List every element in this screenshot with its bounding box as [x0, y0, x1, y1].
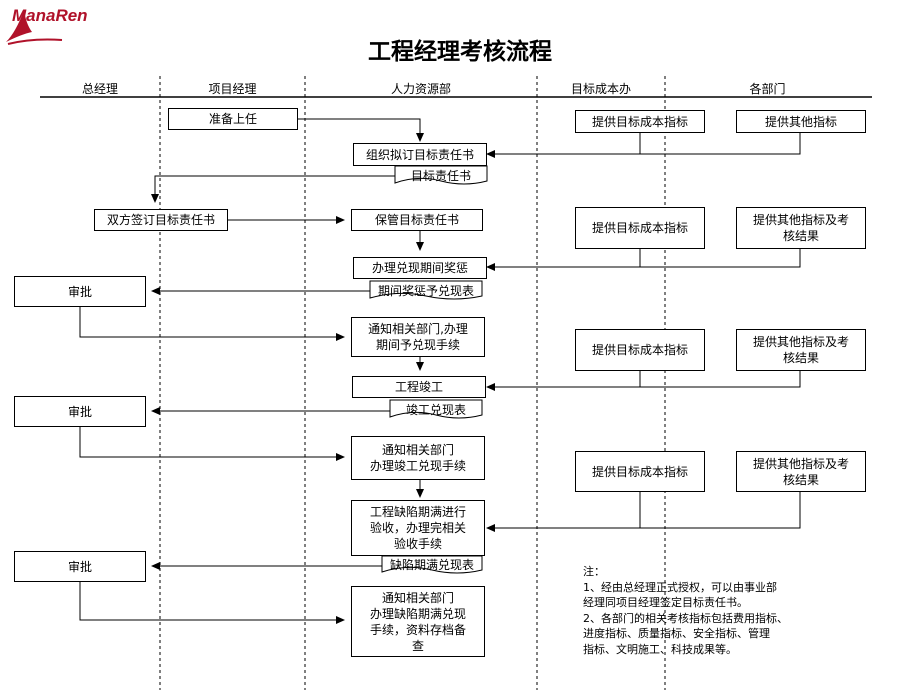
- sign-responsibility-box: 双方签订目标责任书: [94, 209, 228, 231]
- other-indicator-box-2: 提供其他指标及考 核结果: [736, 207, 866, 249]
- keep-responsibility-box: 保管目标责任书: [351, 209, 483, 231]
- prepare-box: 准备上任: [168, 108, 298, 130]
- other-indicator-box-3: 提供其他指标及考 核结果: [736, 329, 866, 371]
- lane-project-manager: 项目经理: [208, 82, 257, 96]
- notify-defect-box: 通知相关部门 办理缺陷期满兑现 手续，资料存档备 查: [351, 586, 485, 657]
- lane-general-manager: 总经理: [81, 82, 118, 96]
- footnote: 注： 1、经由总经理正式授权，可以由事业部 经理同项目经理签定目标责任书。 2、…: [583, 565, 788, 656]
- completion-document: 竣工兑现表: [405, 403, 466, 417]
- lane-departments: 各部门: [749, 82, 786, 96]
- defect-period-document: 缺陷期满兑现表: [389, 558, 474, 572]
- cost-indicator-box-4: 提供目标成本指标: [575, 451, 705, 492]
- cost-indicator-box-2: 提供目标成本指标: [575, 207, 705, 249]
- lane-cost-office: 目标成本办: [570, 82, 631, 96]
- cost-indicator-box-1: 提供目标成本指标: [575, 110, 705, 133]
- page-title: 工程经理考核流程: [368, 39, 552, 65]
- other-indicator-box-4: 提供其他指标及考 核结果: [736, 451, 866, 492]
- approve-box-3: 审批: [14, 551, 146, 582]
- notify-completion-box: 通知相关部门 办理竣工兑现手续: [351, 436, 485, 480]
- approve-box-1: 审批: [14, 276, 146, 307]
- notify-interim-box: 通知相关部门,办理 期间予兑现手续: [351, 317, 485, 357]
- logo-text: ManaRen: [12, 6, 88, 25]
- interim-reward-box: 办理兑现期间奖惩: [353, 257, 487, 279]
- target-responsibility-document: 目标责任书: [410, 169, 471, 183]
- other-indicator-box-1: 提供其他指标: [736, 110, 866, 133]
- cost-indicator-box-3: 提供目标成本指标: [575, 329, 705, 371]
- defect-acceptance-box: 工程缺陷期满进行 验收，办理完相关 验收手续: [351, 500, 485, 556]
- manaren-logo: [6, 10, 63, 45]
- approve-box-2: 审批: [14, 396, 146, 427]
- project-complete-box: 工程竣工: [352, 376, 486, 398]
- lane-hr: 人力资源部: [390, 82, 451, 96]
- interim-reward-document: 期间奖惩予兑现表: [377, 284, 474, 298]
- draft-responsibility-box: 组织拟订目标责任书: [353, 143, 487, 166]
